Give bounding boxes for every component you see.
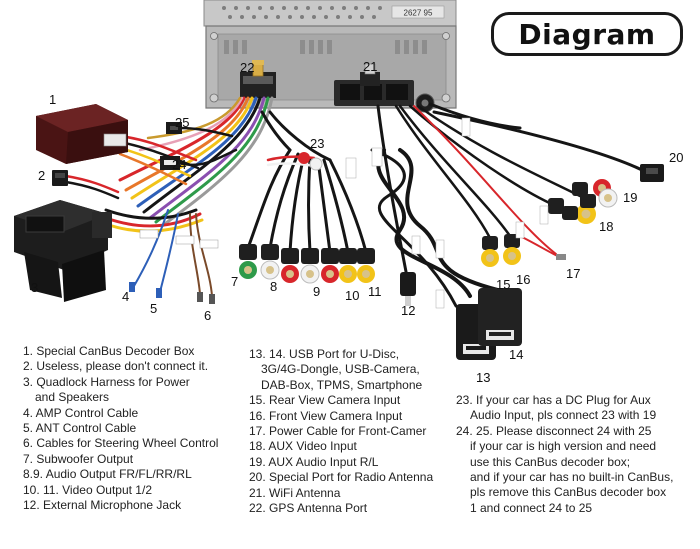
callout-5: 5 <box>150 301 158 316</box>
callout-21: 21 <box>363 59 378 74</box>
legend-item: 23. If your car has a DC Plug for Aux <box>456 393 651 407</box>
callout-11: 11 <box>368 284 382 299</box>
legend-item: 8.9. Audio Output FR/FL/RR/RL <box>23 467 192 482</box>
callout-4: 4 <box>122 289 130 304</box>
quadlock-harness <box>14 200 112 302</box>
diagram-title: Diagram <box>491 12 683 56</box>
legend-item: 24. 25. Please disconnect 24 with 25 <box>456 423 652 438</box>
legend-item: 10. 11. Video Output 1/2 <box>23 482 152 497</box>
legend-item: 3. Quadlock Harness for Power <box>23 374 190 389</box>
wifi-antenna <box>360 63 380 86</box>
legend-item: 19. AUX Audio Input R/L <box>249 454 379 469</box>
legend-item-continuation: 3G/4G-Dongle, USB-Camera, <box>261 362 420 377</box>
legend-item: 12. External Microphone Jack <box>23 498 182 513</box>
callout-10: 10 <box>345 288 360 303</box>
head-unit-label: 2627 95 <box>404 9 433 18</box>
callout-17: 17 <box>566 266 581 281</box>
legend-item: 21. WiFi Antenna <box>249 485 341 500</box>
callout-22: 22 <box>240 60 255 75</box>
legend-item: 16. Front View Camera Input <box>249 408 403 423</box>
legend-item: 4. AMP Control Cable <box>23 405 139 420</box>
cable-tags <box>345 117 549 309</box>
callout-12: 12 <box>401 303 416 318</box>
dc-plug-aux <box>298 152 323 171</box>
aux-audio-plugs <box>572 179 618 208</box>
callout-24: 24 <box>172 157 187 172</box>
legend-item: 17. Power Cable for Front-Camer <box>249 424 427 439</box>
callout-2: 2 <box>38 168 46 183</box>
callout-7: 7 <box>231 274 239 289</box>
usb-port-14 <box>478 288 522 346</box>
control-wire-ends <box>129 229 219 304</box>
callout-18: 18 <box>599 219 614 234</box>
canbus-decoder-box <box>36 104 128 164</box>
legend-item: 7. Subwoofer Output <box>23 451 134 466</box>
rca-audio-plug-3 <box>300 248 320 284</box>
rca-audio-plug-2 <box>281 248 299 283</box>
rca-subwoofer-plug <box>239 244 257 279</box>
connector-25 <box>166 122 182 134</box>
callout-14: 14 <box>509 347 524 362</box>
callout-8: 8 <box>270 279 278 294</box>
legend-item: 20. Special Port for Radio Antenna <box>249 470 434 485</box>
legend-item: 1. Special CanBus Decoder Box <box>23 344 195 358</box>
callout-15: 15 <box>496 277 511 292</box>
callout-9: 9 <box>313 284 321 299</box>
rca-plugs-outputs <box>239 244 375 284</box>
unused-connector <box>52 170 68 186</box>
legend-item-continuation: and if your car has no built-in CanBus, <box>470 470 674 485</box>
callout-23: 23 <box>310 136 325 151</box>
aux-video-plug <box>548 198 596 224</box>
callout-1: 1 <box>49 92 57 107</box>
legend-item: 18. AUX Video Input <box>249 439 357 454</box>
legend-item: 22. GPS Antenna Port <box>249 501 368 516</box>
callout-16: 16 <box>516 272 531 287</box>
legend-column-1: 1. Special CanBus Decoder Box 2. Useless… <box>23 344 218 513</box>
legend-item-continuation: DAB-Box, TPMS, Smartphone <box>261 377 423 392</box>
callout-19: 19 <box>623 190 638 205</box>
rca-audio-plug-1 <box>260 244 280 280</box>
legend-column-3: 23. If your car has a DC Plug for Aux Au… <box>456 393 673 516</box>
legend-item: 2. Useless, please don't connect it. <box>23 359 209 374</box>
rca-video-output-1 <box>339 248 357 283</box>
legend-item-continuation: use this CanBus decoder box; <box>470 454 631 469</box>
connector-24 <box>160 156 180 170</box>
microphone-jack <box>400 272 416 306</box>
camera-input-plugs <box>481 234 521 267</box>
rca-video-output-2 <box>357 248 375 283</box>
legend-item-continuation: pls remove this CanBus decoder box <box>470 485 667 500</box>
legend-column-2: 13. 14. USB Port for U-Disc, 3G/4G-Dongl… <box>249 347 433 516</box>
legend-item: 15. Rear View Camera Input <box>249 393 401 408</box>
legend-item-continuation: Audio Input, pls connect 23 with 19 <box>470 408 657 423</box>
callout-3: 3 <box>31 280 39 295</box>
callout-13: 13 <box>476 370 491 385</box>
radio-antenna-port <box>640 164 664 182</box>
legend-item-continuation: and Speakers <box>35 390 110 405</box>
rca-audio-plug-4 <box>321 248 339 283</box>
gps-antenna-port <box>240 60 276 98</box>
front-camera-power-cable <box>519 235 566 260</box>
legend-item: 13. 14. USB Port for U-Disc, <box>249 347 400 361</box>
legend-item: 6. Cables for Steering Wheel Control <box>23 436 219 451</box>
callout-6: 6 <box>204 308 212 323</box>
legend-item: 5. ANT Control Cable <box>23 421 137 436</box>
legend-item-continuation: if your car is high version and need <box>470 439 657 454</box>
callout-25: 25 <box>175 115 190 130</box>
legend-item-continuation: 1 and connect 24 to 25 <box>470 500 593 515</box>
callout-20: 20 <box>669 150 684 165</box>
